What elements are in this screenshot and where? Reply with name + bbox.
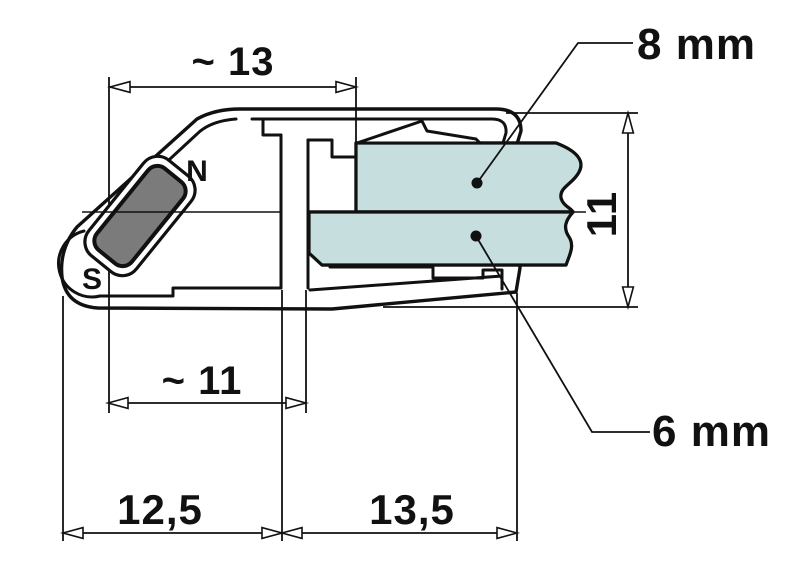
dim-bottom-right-label: 13,5 xyxy=(369,486,455,533)
arrow-bottomright-left xyxy=(278,526,303,540)
inner-floor xyxy=(98,286,283,298)
ceiling-notch xyxy=(261,117,283,137)
magnet-south-label: S xyxy=(82,263,102,296)
lower-lip-inner-edge xyxy=(308,274,504,292)
text-labels: ~ 13 ~ 11 12,5 13,5 11 8 mm 6 mm N S xyxy=(82,20,771,533)
arrow-bottomright-right xyxy=(496,526,521,540)
glass-panels xyxy=(307,119,583,267)
dim-top-width-label: ~ 13 xyxy=(192,40,275,84)
magnet-assembly xyxy=(83,154,197,278)
glass-lower-hatch xyxy=(307,210,575,267)
dimension-lines xyxy=(59,80,635,540)
dim-height-label: 11 xyxy=(578,191,625,237)
arrow-height-top xyxy=(621,109,635,134)
glass-8mm-label: 8 mm xyxy=(637,20,756,69)
dim-middle-width-label: ~ 11 xyxy=(162,359,243,403)
arrow-mid-right xyxy=(285,396,310,410)
inner-top-wall xyxy=(250,117,508,145)
arrow-top-right xyxy=(335,80,360,94)
arrow-mid-left xyxy=(104,396,129,410)
dim-bottom-left-label: 12,5 xyxy=(117,486,203,533)
arrow-top-left xyxy=(106,80,131,94)
leader-dot-6mm xyxy=(470,230,482,242)
arrow-bottomleft-right xyxy=(261,526,286,540)
leader-lines xyxy=(470,42,650,433)
magnet xyxy=(92,163,188,269)
glass-6mm-label: 6 mm xyxy=(652,407,771,456)
magnet-north-label: N xyxy=(186,155,208,188)
seal-barb xyxy=(355,119,482,145)
arrow-bottomleft-left xyxy=(59,526,84,540)
glass-upper-hatch xyxy=(354,141,583,214)
arrow-height-bottom xyxy=(621,286,635,311)
pocket-step xyxy=(306,138,358,159)
leader-dot-8mm xyxy=(471,177,483,189)
inner-diagonal-wall xyxy=(128,117,238,198)
leader-6mm xyxy=(475,235,650,433)
leader-8mm xyxy=(476,42,633,184)
hook-inner-curl xyxy=(57,229,102,299)
